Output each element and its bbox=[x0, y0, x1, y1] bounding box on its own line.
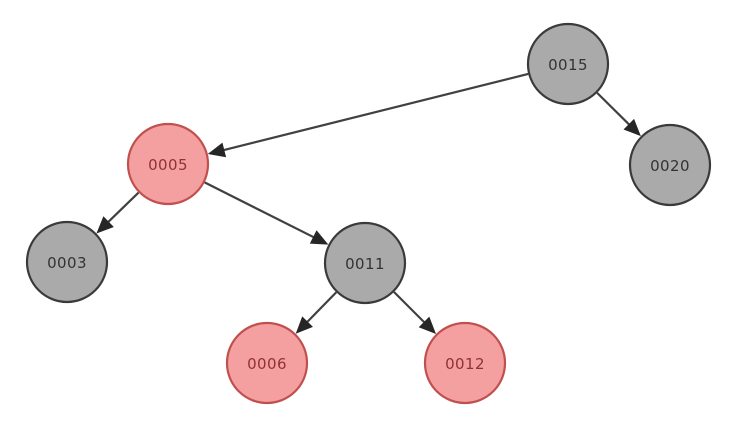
edges-layer bbox=[96, 72, 641, 335]
node-label: 0011 bbox=[345, 255, 385, 273]
tree-node-0011[interactable]: 0011 bbox=[323, 221, 407, 305]
node-label: 0020 bbox=[650, 157, 690, 175]
tree-node-0015[interactable]: 0015 bbox=[526, 22, 610, 106]
edge-line bbox=[596, 92, 632, 128]
edge-0015-to-0005 bbox=[207, 72, 529, 158]
node-circle[interactable] bbox=[126, 122, 210, 206]
edge-line bbox=[221, 72, 529, 152]
node-label: 0015 bbox=[548, 56, 588, 74]
tree-node-0003[interactable]: 0003 bbox=[25, 220, 109, 304]
arrowhead-icon bbox=[295, 316, 313, 334]
node-circle[interactable] bbox=[323, 221, 407, 305]
node-label: 0003 bbox=[47, 254, 87, 272]
node-circle[interactable] bbox=[423, 321, 507, 405]
arrowhead-icon bbox=[96, 216, 114, 234]
edge-line bbox=[105, 191, 140, 225]
node-label: 0005 bbox=[148, 156, 188, 174]
edge-line bbox=[204, 181, 317, 240]
tree-node-0020[interactable]: 0020 bbox=[628, 123, 712, 207]
node-circle[interactable] bbox=[628, 123, 712, 207]
node-circle[interactable] bbox=[225, 321, 309, 405]
tree-node-0006[interactable]: 0006 bbox=[225, 321, 309, 405]
edge-0005-to-0011 bbox=[204, 181, 329, 245]
edge-0011-to-0012 bbox=[393, 291, 437, 335]
node-circle[interactable] bbox=[526, 22, 610, 106]
edge-0005-to-0003 bbox=[96, 191, 140, 234]
edge-0011-to-0006 bbox=[295, 291, 338, 334]
edge-line bbox=[304, 291, 338, 325]
arrowhead-icon bbox=[207, 142, 227, 158]
node-label: 0006 bbox=[247, 355, 287, 373]
tree-node-0005[interactable]: 0005 bbox=[126, 122, 210, 206]
tree-node-0012[interactable]: 0012 bbox=[423, 321, 507, 405]
node-circle[interactable] bbox=[25, 220, 109, 304]
arrowhead-icon bbox=[418, 316, 437, 335]
arrowhead-icon bbox=[309, 230, 329, 245]
arrowhead-icon bbox=[623, 118, 641, 137]
edge-0015-to-0020 bbox=[596, 92, 641, 137]
nodes-layer: 0015 0005 0020 0003 0011 0006 0012 bbox=[25, 22, 712, 405]
edge-line bbox=[393, 291, 427, 325]
node-label: 0012 bbox=[445, 355, 485, 373]
